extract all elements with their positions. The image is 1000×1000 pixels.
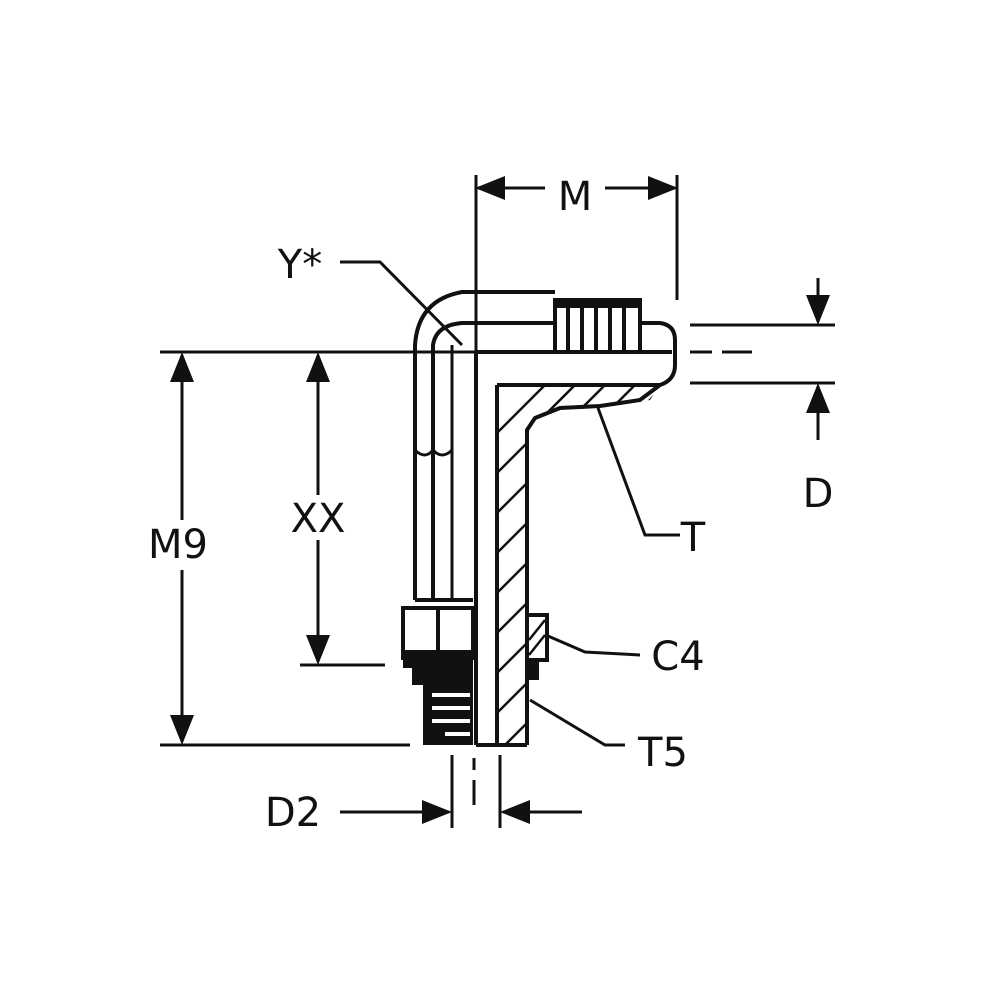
label-c4: C4	[651, 634, 704, 680]
callout-c4: C4	[547, 634, 705, 680]
label-t5: T5	[637, 730, 688, 776]
label-y-star: Y*	[277, 242, 322, 288]
fitting-body	[401, 290, 677, 747]
dimension-d2: D2	[265, 755, 582, 836]
label-t: T	[680, 515, 706, 561]
label-xx: XX	[291, 496, 346, 542]
bottom-thread	[432, 693, 470, 736]
label-m: M	[558, 174, 593, 220]
dimension-d: D	[690, 278, 835, 517]
label-d: D	[803, 471, 834, 517]
label-d2: D2	[265, 790, 321, 836]
callout-y-star: Y*	[277, 242, 464, 347]
callout-t: T	[596, 407, 706, 561]
dimension-m9: M9	[148, 350, 476, 747]
callout-t5: T5	[529, 698, 688, 776]
label-m9: M9	[148, 522, 208, 568]
dimension-xx: XX	[291, 352, 385, 667]
thread-lines	[555, 300, 640, 350]
